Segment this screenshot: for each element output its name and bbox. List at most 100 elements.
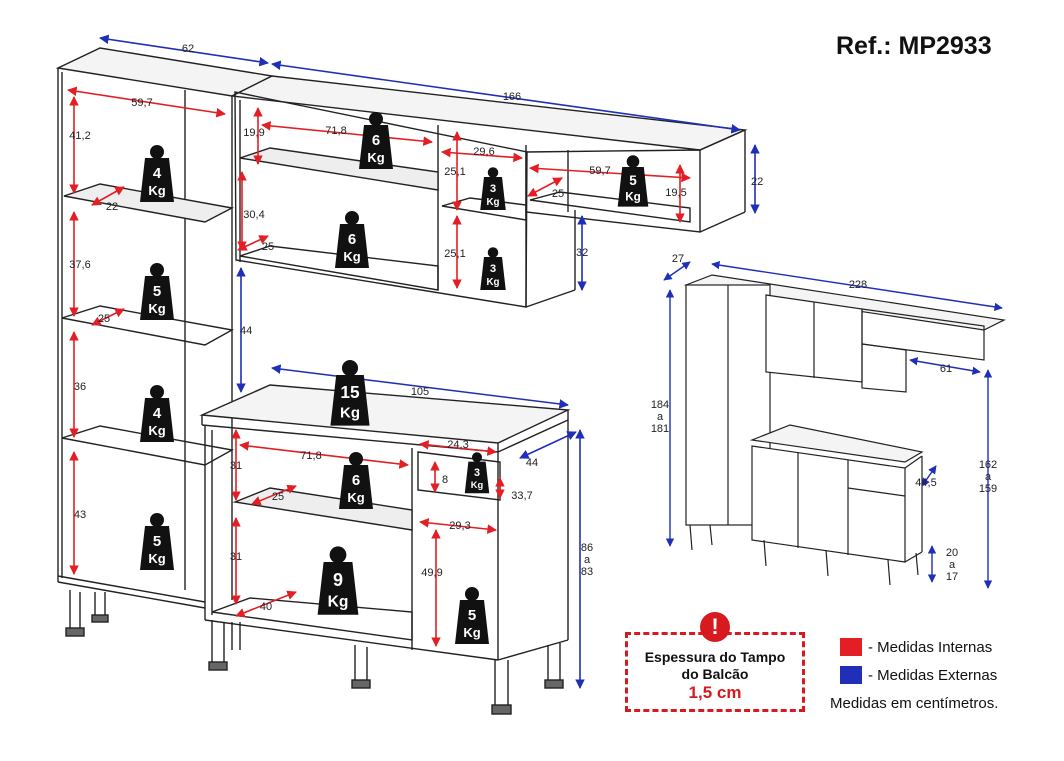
weight-value: 6 [348, 231, 356, 248]
weight-value: 5 [629, 173, 637, 188]
dim-tall-depth1: 22 [106, 201, 118, 213]
note-value: 1,5 cm [688, 683, 742, 702]
dim-counter-height-1: 86 [581, 542, 593, 554]
external-dimensions [99, 34, 760, 689]
weight-unit: Kg [148, 183, 165, 198]
weight-value: 5 [153, 533, 161, 550]
legend-external: - Medidas Externas [840, 666, 997, 684]
dim-upper-left-h: 19,9 [243, 127, 264, 139]
units-note: Medidas em centímetros. [830, 695, 999, 712]
dim-counter-height-2: a [584, 554, 591, 566]
warning-icon: ! [700, 612, 730, 642]
ov-leg-height-2: a [949, 559, 956, 571]
ov-tall-height-3: 181 [651, 423, 669, 435]
dim-counter-depth2: 40 [260, 601, 272, 613]
weight-value: 6 [372, 132, 380, 149]
ov-leg-height-3: 17 [946, 571, 958, 583]
weight-value: 6 [352, 472, 360, 489]
weight-unit: Kg [148, 301, 165, 316]
dim-counter-right-w: 29,3 [449, 520, 470, 532]
weight-tag-3: 4Kg [140, 385, 174, 442]
dim-counter-w: 71,8 [300, 450, 321, 462]
ov-counter-depth: 44,5 [915, 477, 936, 489]
weight-value: 5 [468, 607, 476, 624]
ov-total-height-1: 162 [979, 459, 997, 471]
dim-tall-shelf-width: 59,7 [131, 97, 152, 109]
ov-tall-height-1: 184 [651, 399, 669, 411]
weight-unit: Kg [487, 277, 500, 288]
weight-unit: Kg [471, 480, 484, 490]
dim-upper-width: 166 [503, 91, 521, 103]
note-line-1: Espessura do Tampo [644, 649, 786, 665]
dim-tall-h4: 43 [74, 509, 86, 521]
legend-internal-label: - Medidas Internas [868, 638, 993, 656]
countertop-thickness-note: Espessura do Tampo do Balcão 1,5 cm [625, 632, 805, 712]
weight-tag-7: 3Kg [480, 167, 506, 210]
overview-drawing [683, 274, 1006, 586]
weight-unit: Kg [148, 423, 165, 438]
dim-tall-depth2: 25 [98, 313, 110, 325]
internal-dimensions [67, 86, 691, 647]
dim-counter-right-h: 49,9 [421, 567, 442, 579]
weight-tag-13: 9Kg [317, 546, 359, 615]
ov-depth: 27 [672, 253, 684, 265]
dim-tall-h2: 37,6 [69, 259, 90, 271]
dim-tall-width: 62 [182, 43, 194, 55]
external-swatch [840, 666, 862, 684]
dim-upper-left-depth: 25 [262, 241, 274, 253]
weight-unit: Kg [625, 190, 641, 203]
weight-value: 4 [153, 165, 162, 182]
internal-swatch [840, 638, 862, 656]
ov-width: 228 [849, 279, 867, 291]
dim-tall-h3: 36 [74, 381, 86, 393]
overview-labels: 27 228 184 a 181 61 162 a 159 44,5 20 a … [651, 253, 997, 583]
weight-value: 15 [340, 382, 360, 402]
dim-counter-depth: 44 [526, 457, 538, 469]
weight-value: 3 [490, 263, 496, 275]
weight-value: 4 [153, 405, 162, 422]
weight-value: 5 [153, 283, 161, 300]
dimension-labels: 62 166 22 32 44 105 44 86 a 83 59,7 41,2… [69, 43, 763, 613]
reference-code: Ref.: MP2933 [836, 32, 992, 60]
dim-gap-height: 44 [240, 325, 252, 337]
weight-value: 9 [333, 570, 343, 590]
weight-tag-12: 3Kg [464, 452, 490, 494]
ov-niche-width: 61 [940, 363, 952, 375]
legend-internal: - Medidas Internas [840, 638, 992, 656]
weight-tag-2: 5Kg [140, 263, 174, 320]
weight-unit: Kg [343, 249, 360, 264]
weight-unit: Kg [148, 551, 165, 566]
legend-external-label: - Medidas Externas [868, 666, 998, 684]
dim-counter-height-3: 83 [581, 566, 593, 578]
dim-tall-h1: 41,2 [69, 130, 90, 142]
weight-tag-1: 4Kg [140, 145, 174, 202]
counter-cabinet [199, 384, 571, 715]
weight-tag-6: 6Kg [335, 211, 369, 268]
weight-tag-9: 5Kg [617, 155, 649, 207]
weight-tag-11: 6Kg [339, 452, 373, 509]
dim-counter-h2: 31 [230, 551, 242, 563]
dim-upper-drop: 32 [576, 247, 588, 259]
weight-tag-8: 3Kg [480, 247, 506, 290]
weight-tag-14: 5Kg [455, 587, 489, 644]
dim-counter-depth1: 25 [272, 491, 284, 503]
dim-drawer-depth: 33,7 [511, 490, 532, 502]
note-line-2: do Balcão [681, 666, 749, 682]
dim-upper-right-w: 59,7 [589, 165, 610, 177]
ov-tall-height-2: a [657, 411, 664, 423]
dim-upper-mid-h2: 25,1 [444, 248, 465, 260]
weight-unit: Kg [487, 197, 500, 208]
dim-upper-height: 22 [751, 176, 763, 188]
ov-total-height-3: 159 [979, 483, 997, 495]
weight-tag-4: 5Kg [140, 513, 174, 570]
weight-tag-5: 6Kg [359, 112, 393, 169]
dim-drawer-h: 8 [442, 474, 448, 486]
weight-unit: Kg [328, 593, 349, 610]
dim-drawer-w: 24,3 [447, 439, 468, 451]
weight-unit: Kg [463, 625, 480, 640]
weight-tags: 4Kg5Kg4Kg5Kg6Kg6Kg3Kg3Kg5Kg15Kg6Kg3Kg9Kg… [140, 112, 649, 644]
weight-value: 3 [490, 183, 496, 195]
dim-counter-h1: 31 [230, 460, 242, 472]
